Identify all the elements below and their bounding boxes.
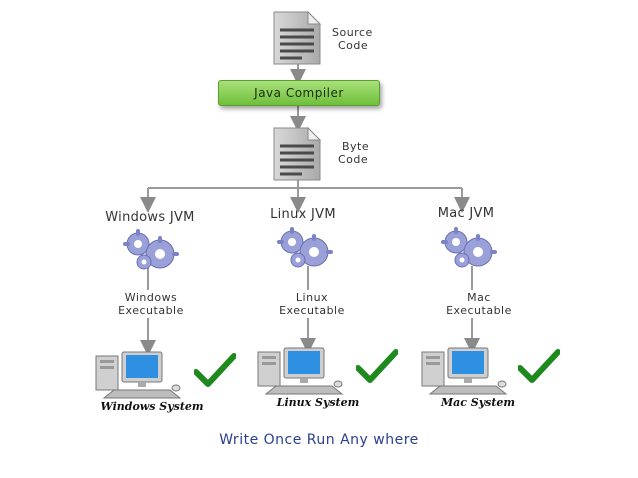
mac-jvm-label: Mac JVM	[437, 206, 495, 221]
source-code-label: Source Code	[332, 26, 373, 52]
linux-executable-line2: Executable	[279, 304, 345, 317]
mac-system-label: Mac System	[440, 396, 516, 409]
linux-system-label: Linux System	[276, 396, 360, 409]
mac-executable-line2: Executable	[446, 304, 512, 317]
linux-check-icon	[356, 349, 398, 383]
byte-code-line2: Code	[338, 153, 369, 166]
windows-jvm-label: Windows JVM	[105, 210, 195, 225]
mac-executable-label: Mac Executable	[424, 291, 534, 317]
source-code-line2: Code	[338, 39, 369, 52]
mac-computer-icon	[421, 347, 508, 395]
mac-jvm-gears-icon	[441, 227, 497, 268]
windows-executable-line2: Executable	[118, 304, 184, 317]
linux-executable-line1: Linux	[295, 291, 329, 304]
source-code-line1: Source	[332, 26, 373, 39]
linux-computer-icon	[257, 347, 344, 395]
linux-executable-label: Linux Executable	[257, 291, 367, 317]
windows-executable-label: Windows Executable	[96, 291, 206, 317]
windows-computer-icon	[95, 351, 182, 399]
windows-check-icon	[194, 353, 236, 387]
windows-system-label: Windows System	[100, 400, 204, 413]
footer-tagline: Write Once Run Any where	[219, 432, 419, 448]
byte-code-document-icon	[273, 126, 322, 181]
byte-code-label: Byte Code	[338, 140, 369, 166]
linux-jvm-gears-icon	[277, 227, 333, 268]
windows-jvm-gears-icon	[123, 229, 179, 270]
linux-jvm-label: Linux JVM	[270, 207, 336, 222]
source-code-document-icon	[273, 10, 322, 65]
java-compiler-box: Java Compiler	[218, 80, 380, 106]
mac-check-icon	[518, 349, 560, 383]
byte-code-line1: Byte	[342, 140, 370, 153]
windows-executable-line1: Windows	[124, 291, 178, 304]
mac-executable-line1: Mac	[467, 291, 491, 304]
